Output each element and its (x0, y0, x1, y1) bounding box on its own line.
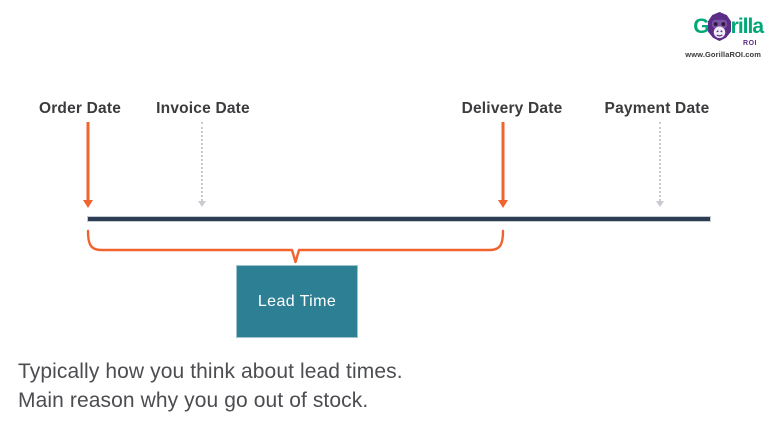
caption: Typically how you think about lead times… (18, 357, 403, 415)
timeline-bar (87, 216, 711, 222)
logo-brand-suffix: rilla (730, 15, 764, 38)
payment-date-arrowhead-icon (656, 201, 664, 207)
lead-time-box: Lead Time (236, 265, 358, 338)
logo-website: www.GorillaROI.com (685, 50, 761, 59)
logo-brand: G rilla (683, 11, 764, 43)
caption-line-1: Typically how you think about lead times… (18, 360, 403, 383)
caption-line-2: Main reason why you go out of stock. (18, 389, 369, 412)
gorilla-head-icon (707, 11, 732, 41)
milestone-label-order-date: Order Date (38, 100, 122, 117)
logo-brand-prefix: G (693, 15, 709, 38)
gorilla-roi-logo: G rilla ROI www.GorillaROI.com (683, 11, 764, 61)
invoice-date-arrow-icon (201, 122, 203, 201)
lead-time-label: Lead Time (257, 292, 337, 310)
invoice-date-arrowhead-icon (198, 201, 206, 207)
logo-roi-text: ROI (743, 40, 757, 47)
payment-date-arrow-icon (659, 122, 661, 201)
milestone-label-delivery-date: Delivery Date (461, 100, 563, 117)
milestone-label-payment-date: Payment Date (604, 100, 710, 117)
order-date-arrow-icon (86, 122, 90, 201)
delivery-date-arrow-icon (501, 122, 505, 201)
order-date-arrowhead-icon (83, 200, 93, 208)
milestone-label-invoice-date: Invoice Date (156, 100, 250, 117)
delivery-date-arrowhead-icon (498, 200, 508, 208)
